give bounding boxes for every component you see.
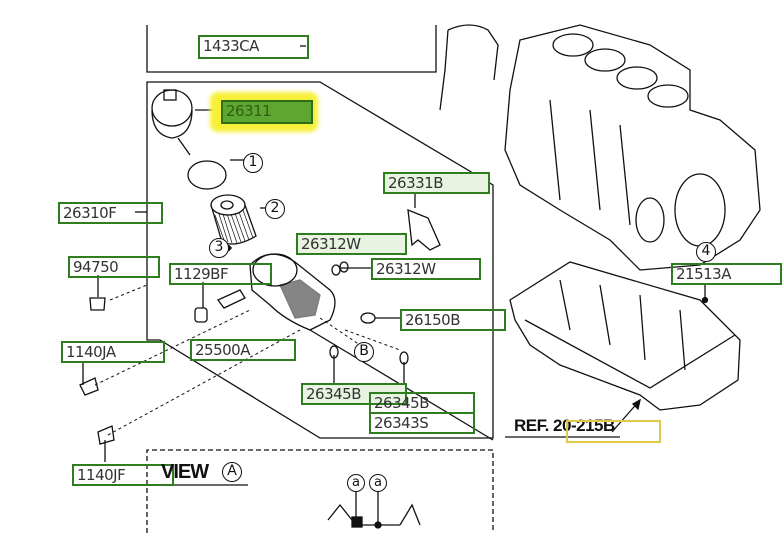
view-a-title: VIEW — [161, 461, 209, 483]
oil-pan — [509, 261, 741, 411]
part-label-26343S[interactable]: 26343S — [369, 412, 475, 434]
part-label-26310F[interactable]: 26310F — [58, 202, 163, 224]
part-label-26331B[interactable]: 26331B — [383, 172, 490, 194]
top-inset-frame — [146, 25, 437, 73]
reference-link-box[interactable] — [566, 420, 661, 443]
part-label-26345B-right[interactable]: 26345B — [369, 392, 475, 414]
part-label-1433CA[interactable]: 1433CA — [198, 35, 309, 59]
callout-a-left: a — [347, 474, 365, 492]
part-label-26312W-upper[interactable]: 26312W — [296, 233, 407, 255]
view-a-frame — [146, 449, 494, 533]
part-label-21513A[interactable]: 21513A — [671, 263, 782, 285]
part-label-26150B[interactable]: 26150B — [400, 309, 506, 331]
callout-2: 2 — [265, 199, 285, 219]
callout-view-A: A — [222, 462, 242, 482]
callout-a-right: a — [369, 474, 387, 492]
part-label-26345B-left[interactable]: 26345B — [301, 383, 407, 405]
callout-1: 1 — [243, 153, 263, 173]
oil-filter-assembly-frame — [146, 81, 494, 439]
part-label-25500A[interactable]: 25500A — [190, 339, 296, 361]
part-label-1129BF[interactable]: 1129BF — [169, 263, 272, 285]
engine-block — [504, 24, 761, 271]
part-label-1140JA[interactable]: 1140JA — [61, 341, 165, 363]
part-label-1140JF[interactable]: 1140JF — [72, 464, 174, 486]
callout-4: 4 — [696, 242, 716, 262]
callout-B: B — [354, 342, 374, 362]
part-label-94750[interactable]: 94750 — [68, 256, 160, 278]
part-label-26311[interactable]: 26311 — [221, 100, 313, 124]
callout-3: 3 — [209, 238, 229, 258]
part-label-26312W-lower[interactable]: 26312W — [371, 258, 481, 280]
